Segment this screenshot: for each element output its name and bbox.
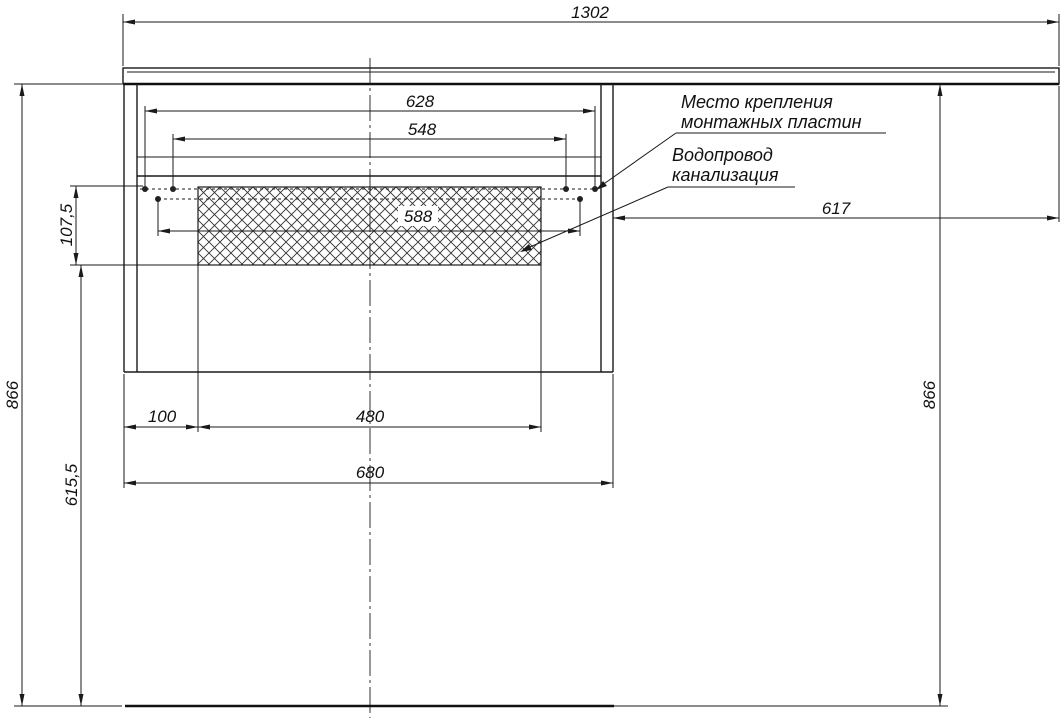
- dimension-plates-height: 107,5: [57, 185, 198, 266]
- mounting-hole-right-inner: [563, 186, 569, 192]
- annotation-mounting-line-2: монтажных пластин: [681, 112, 862, 132]
- annotation-plumbing: Водопровод канализация: [520, 145, 795, 252]
- dimension-right-offset: 617: [613, 86, 1060, 222]
- annotation-mounting-line-1: Место крепления: [681, 92, 833, 112]
- dim-text-right-height: 866: [920, 380, 939, 409]
- dim-text-top-width: 1302: [571, 3, 609, 22]
- mounting-points: [140, 186, 598, 202]
- dimension-right-height: 866: [614, 84, 948, 707]
- dimension-pipes: 588: [157, 199, 581, 236]
- dimension-plates-outer: 628: [144, 92, 596, 186]
- dim-text-pipes: 588: [404, 207, 433, 226]
- cabinet-body: [123, 84, 614, 373]
- dimension-bottom-row-1: 100 480: [123, 265, 542, 432]
- annotation-plumbing-line-1: Водопровод: [672, 145, 773, 165]
- countertop: [122, 67, 1060, 86]
- dimension-pipes-height: 615,5: [62, 265, 84, 706]
- plumbing-cutout-zone: [197, 186, 542, 266]
- dimension-cabinet-width: 680: [123, 374, 614, 488]
- dim-text-left-height: 866: [3, 380, 22, 409]
- annotation-mounting-plates: Место крепления монтажных пластин: [596, 92, 886, 190]
- dimension-top-width: 1302: [122, 3, 1060, 66]
- mounting-hole-left-inner: [170, 186, 176, 192]
- dimension-left-height: 866: [3, 83, 122, 707]
- annotation-plumbing-line-2: канализация: [672, 165, 779, 185]
- dim-text-plates-outer: 628: [406, 92, 435, 111]
- dimension-plates-inner: 548: [172, 120, 567, 186]
- dim-text-plates-height: 107,5: [57, 203, 76, 246]
- dim-text-cabinet-width: 680: [356, 463, 385, 482]
- dim-text-pipes-height: 615,5: [62, 463, 81, 506]
- mounting-hole-left-outer: [142, 186, 148, 192]
- dim-text-right-offset: 617: [822, 199, 851, 218]
- mounting-hole-right-outer: [592, 186, 598, 192]
- dim-text-cutout-width: 480: [356, 407, 385, 426]
- dim-text-left-margin: 100: [148, 407, 177, 426]
- dim-text-plates-inner: 548: [408, 120, 437, 139]
